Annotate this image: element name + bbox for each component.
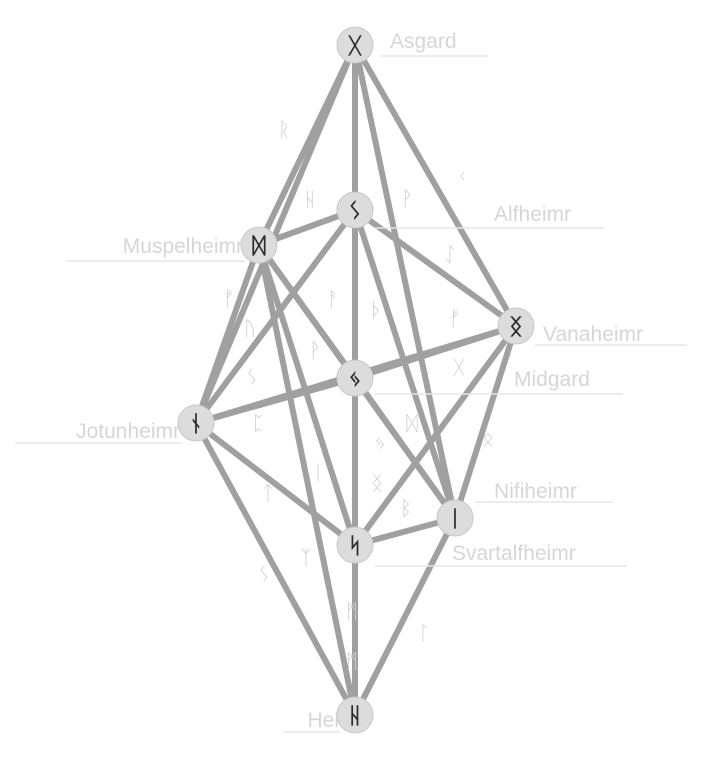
- labels-layer: AsgardAlfheimrMuspelheimrVanaheimrMidgar…: [15, 30, 687, 733]
- node-disc: [336, 191, 374, 229]
- node-label-muspelheimr: Muspelheimr: [123, 235, 243, 258]
- floating-rune: ᚠ: [223, 286, 235, 310]
- floating-rune: ᚲ: [456, 164, 468, 188]
- node-alfheimr[interactable]: ᛊ: [336, 191, 374, 229]
- node-rune: ᛋ: [348, 534, 361, 559]
- floating-rune: ᛗ: [346, 649, 358, 673]
- node-jotunheimr[interactable]: ᚾ: [177, 404, 215, 442]
- edge-jotunheimr-svartalfheimr: [193, 420, 358, 548]
- node-label-nifiheimr: Nifiheimr: [494, 480, 577, 503]
- edge-jotunheimr-hel: [193, 420, 358, 718]
- floating-rune: ᛊ: [246, 365, 258, 389]
- edge-asgard-jotunheimr: [193, 42, 358, 426]
- edge-vanaheimr-svartalfheimr: [352, 323, 519, 548]
- node-hel[interactable]: ᚺ: [336, 696, 374, 734]
- floating-rune: ᚹ: [401, 186, 413, 210]
- floating-rune: ᛒ: [400, 496, 412, 520]
- floating-rune: ᛈ: [252, 411, 264, 435]
- floating-rune: ᛃ: [374, 430, 386, 454]
- edge-alfheimr-vanaheimr: [352, 207, 519, 329]
- floating-rune: ᚦ: [370, 298, 382, 322]
- edge-muspelheimr-jotunheimr: [193, 242, 262, 426]
- node-rune: ᚷ: [347, 34, 362, 59]
- node-rune: ᛊ: [348, 199, 361, 224]
- node-rune: ᛁ: [448, 507, 461, 532]
- floating-rune: ᛚ: [418, 621, 430, 645]
- node-label-vanaheimr: Vanaheimr: [543, 323, 643, 346]
- node-rune: ᛝ: [509, 315, 522, 340]
- edges-layer: [193, 42, 519, 718]
- node-rune: ᚺ: [348, 704, 361, 729]
- floating-rune: ᚢ: [244, 316, 256, 340]
- floating-rune: ᛉ: [300, 545, 312, 569]
- floating-rune: ᛗ: [346, 599, 358, 623]
- floating-rune: ᛊ: [258, 562, 270, 586]
- node-disc: [336, 26, 374, 64]
- node-vanaheimr[interactable]: ᛝ: [497, 307, 535, 345]
- node-midgard[interactable]: ᛃ: [336, 359, 374, 397]
- floating-rune: ᚹ: [309, 338, 321, 362]
- node-label-asgard: Asgard: [390, 30, 457, 53]
- node-disc: [497, 307, 535, 345]
- node-svartalfheimr[interactable]: ᛋ: [336, 526, 374, 564]
- node-disc: [336, 526, 374, 564]
- edge-vanaheimr-nifiheimr: [452, 323, 519, 521]
- floating-rune: ᚱ: [278, 117, 290, 141]
- node-label-hel: Hel: [307, 709, 339, 732]
- node-rune: ᛞ: [252, 234, 266, 259]
- floating-rune: ᚺ: [304, 187, 316, 211]
- node-asgard[interactable]: ᚷ: [336, 26, 374, 64]
- node-disc: [177, 404, 215, 442]
- edge-muspelheimr-hel: [256, 242, 358, 718]
- edge-asgard-nifiheimr: [352, 42, 458, 521]
- node-disc: [240, 226, 278, 264]
- floating-rune: ᛏ: [262, 481, 274, 505]
- floating-rune: ᛝ: [371, 471, 383, 495]
- node-rune: ᚾ: [189, 412, 202, 437]
- floating-rune: ᛁ: [312, 460, 324, 484]
- node-label-jotunheimr: Jotunheimr: [76, 420, 180, 443]
- node-label-svartalfheimr: Svartalfheimr: [452, 542, 576, 565]
- edge-asgard-vanaheimr: [352, 42, 519, 329]
- node-muspelheimr[interactable]: ᛞ: [240, 226, 278, 264]
- edge-midgard-nifiheimr: [352, 375, 458, 521]
- node-label-alfheimr: Alfheimr: [494, 203, 571, 226]
- edge-nifiheimr-hel: [352, 515, 458, 718]
- floating-rune: ᚠ: [449, 306, 461, 330]
- floating-rune: ᛞ: [406, 411, 418, 435]
- floating-rune: ᚨ: [327, 287, 339, 311]
- node-rune: ᛃ: [348, 367, 361, 392]
- node-label-midgard: Midgard: [514, 368, 590, 391]
- node-disc: [436, 499, 474, 537]
- node-disc: [336, 696, 374, 734]
- floating-rune: ᛟ: [482, 427, 494, 451]
- node-nifiheimr[interactable]: ᛁ: [436, 499, 474, 537]
- floating-rune: ᛇ: [444, 242, 456, 266]
- node-disc: [336, 359, 374, 397]
- edge-muspelheimr-svartalfheimr: [256, 242, 358, 548]
- edge-midgard-jotunheimr: [193, 375, 358, 426]
- floating-rune: ᚷ: [453, 355, 465, 379]
